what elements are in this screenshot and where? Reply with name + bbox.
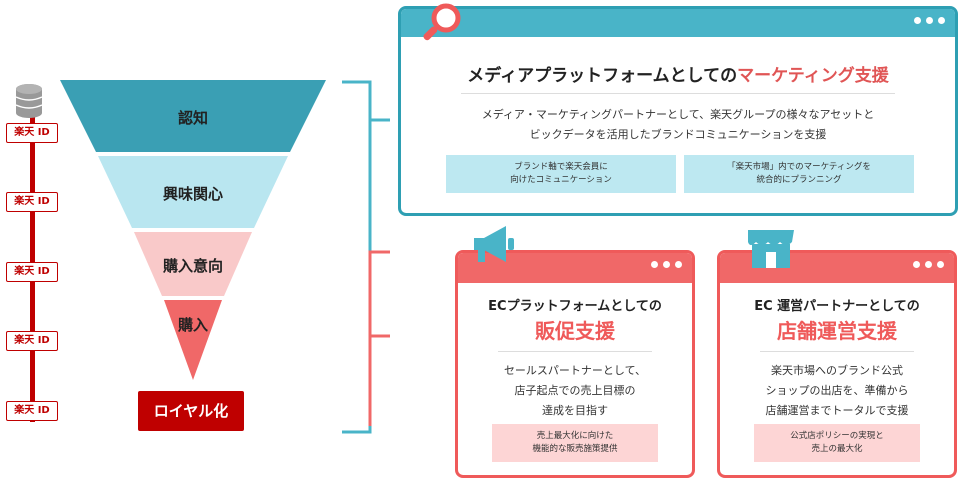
loyalty-badge: ロイヤル化 [138, 391, 244, 431]
store-description: 楽天市場へのブランド公式 ショップの出店を、準備から 店舗運営までトータルで支援 [720, 361, 954, 421]
database-icon [15, 84, 43, 118]
rakuten-id-tag: 楽天 ID [6, 192, 58, 212]
divider [461, 93, 895, 94]
megaphone-icon [474, 226, 514, 262]
media-desc-line: ビックデータを活用したブランドコミュニケーションを支援 [529, 128, 827, 141]
media-card-title: メディアプラットフォームとしてのマーケティング支援 [401, 61, 955, 86]
card-title-bar [458, 253, 692, 283]
media-pill-member-communication: ブランド軸で楽天会員に向けたコミュニケーション [446, 155, 676, 193]
funnel-stage-purchase-shape [164, 300, 222, 380]
store-pill-policy: 公式店ポリシーの実現と売上の最大化 [754, 424, 920, 462]
media-title-accent: マーケティング支援 [737, 66, 889, 86]
pill-text: 公式店ポリシーの実現と [790, 431, 884, 441]
ec-desc-line: 店子起点での売上目標の [514, 384, 636, 397]
divider [498, 351, 652, 352]
store-card-title: EC 運営パートナーとしての [754, 299, 920, 314]
marketing-funnel [60, 80, 326, 380]
store-desc-line: 店舗運営までトータルで支援 [765, 404, 909, 417]
connector-brackets [342, 80, 390, 434]
funnel-stage-interest: 興味関心 [162, 185, 223, 203]
media-platform-card: メディアプラットフォームとしてのマーケティング支援 メディア・マーケティングパー… [398, 6, 958, 216]
funnel-stage-awareness-shape [60, 80, 326, 152]
pill-text: 「楽天市場」内でのマーケティングを [727, 162, 871, 172]
divider [760, 351, 914, 352]
ec-platform-card: ECプラットフォームとしての 販促支援 セールスパートナーとして、 店子起点での… [455, 250, 695, 478]
ec-pill-sales-measures: 売上最大化に向けた機能的な販売施策提供 [492, 424, 658, 462]
store-icon [748, 230, 794, 268]
funnel-stage-intent-shape [134, 232, 252, 296]
rakuten-id-tag: 楽天 ID [6, 123, 58, 143]
window-dots-icon [651, 261, 682, 268]
ec-card-title: ECプラットフォームとしての [488, 299, 662, 314]
pill-text: 売上の最大化 [811, 444, 863, 454]
ec-desc-line: セールスパートナーとして、 [503, 364, 647, 377]
store-card-title-accent: 店舗運営支援 [777, 319, 897, 343]
ec-desc-line: 達成を目指す [542, 404, 608, 417]
pill-text: 向けたコミュニケーション [510, 175, 612, 185]
rakuten-id-tag: 楽天 ID [6, 401, 58, 421]
funnel-stage-purchase: 購入 [177, 316, 208, 334]
pill-text: 機能的な販売施策提供 [532, 444, 618, 454]
id-rail [30, 92, 35, 422]
window-dots-icon [913, 261, 944, 268]
store-desc-line: ショップの出店を、準備から [765, 384, 909, 397]
media-pill-integrated-planning: 「楽天市場」内でのマーケティングを統合的にプランニング [684, 155, 914, 193]
funnel-stage-intent: 購入意向 [162, 257, 223, 275]
search-icon [423, 3, 461, 41]
store-desc-line: 楽天市場へのブランド公式 [771, 364, 903, 377]
media-title-prefix: メディアプラットフォームとしての [467, 66, 738, 86]
funnel-stage-interest-shape [98, 156, 288, 228]
window-dots-icon [914, 17, 945, 24]
pill-text: 売上最大化に向けた [536, 431, 614, 441]
rakuten-id-tag: 楽天 ID [6, 331, 58, 351]
rakuten-id-tag: 楽天 ID [6, 262, 58, 282]
ec-card-title-accent: 販促支援 [535, 319, 615, 343]
card-title-bar [401, 9, 955, 37]
media-description: メディア・マーケティングパートナーとして、楽天グループの様々なアセットと ビック… [401, 105, 955, 145]
ec-description: セールスパートナーとして、 店子起点での売上目標の 達成を目指す [458, 361, 692, 421]
store-operation-card: EC 運営パートナーとしての 店舗運営支援 楽天市場へのブランド公式 ショップの… [717, 250, 957, 478]
media-desc-line: メディア・マーケティングパートナーとして、楽天グループの様々なアセットと [481, 108, 875, 121]
pill-text: 統合的にプランニング [756, 175, 842, 185]
pill-text: ブランド軸で楽天会員に [514, 162, 608, 172]
funnel-stage-awareness: 認知 [177, 109, 208, 127]
